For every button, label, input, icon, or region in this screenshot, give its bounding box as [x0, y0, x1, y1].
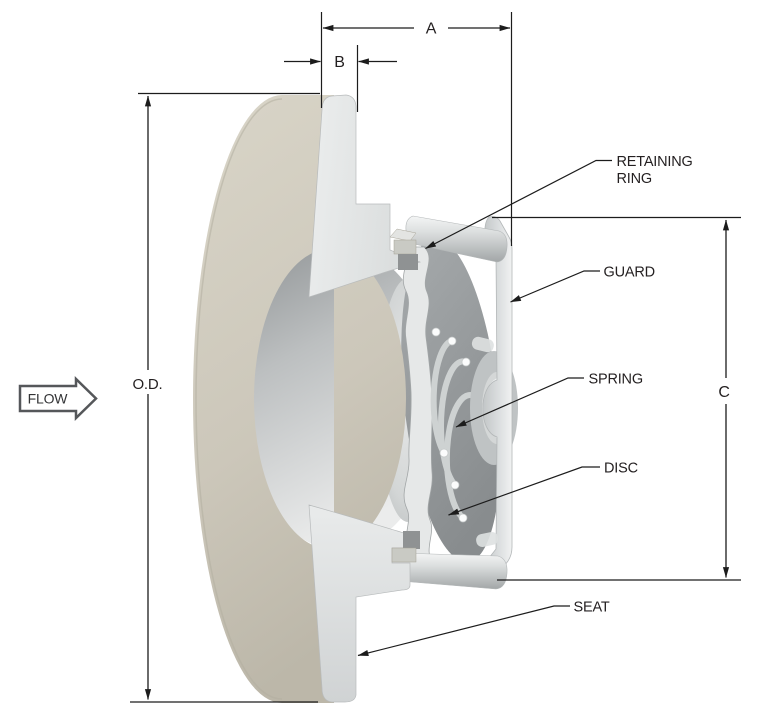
dim-label-a: A	[426, 21, 437, 38]
seat-face	[193, 95, 406, 703]
dim-label-c: C	[718, 384, 729, 401]
seat-section-bottom	[308, 504, 411, 703]
flow-arrow-outline	[18, 376, 98, 421]
retaining-ring-top	[389, 228, 418, 270]
leader-seat	[357, 605, 570, 657]
leader-disc	[448, 466, 600, 516]
seat-face-edge-shade	[195, 98, 283, 700]
valve-illustration	[193, 94, 518, 703]
dimension-lines	[130, 12, 741, 703]
dimension-labels: A B O.D. C	[126, 21, 736, 401]
label-guard: GUARD	[604, 265, 655, 281]
dim-label-od: O.D.	[132, 376, 162, 393]
flow-arrow: FLOW	[18, 376, 98, 421]
spring-coils	[430, 338, 480, 521]
seat-section-top	[308, 94, 422, 298]
leader-spring	[455, 377, 584, 428]
label-retaining-ring-line1: RETAINING	[617, 154, 693, 170]
retaining-ring-bottom	[391, 531, 420, 563]
label-seat: SEAT	[574, 600, 610, 616]
leader-guard	[510, 270, 600, 303]
leader-lines	[357, 159, 612, 657]
guard-slot-upper	[471, 336, 494, 353]
guard-arm-top	[405, 215, 508, 263]
guard-slot-lower	[476, 531, 499, 548]
label-spring: SPRING	[589, 372, 643, 388]
flow-label: FLOW	[28, 391, 69, 407]
c-label-mask	[714, 381, 736, 401]
od-label-mask	[126, 373, 170, 392]
part-labels: RETAINING RING GUARD SPRING DISC SEAT	[574, 154, 693, 616]
label-retaining-ring-line2: RING	[617, 171, 652, 187]
label-disc: DISC	[604, 461, 638, 477]
leader-retaining-ring	[425, 159, 612, 250]
dim-label-b: B	[334, 54, 344, 71]
